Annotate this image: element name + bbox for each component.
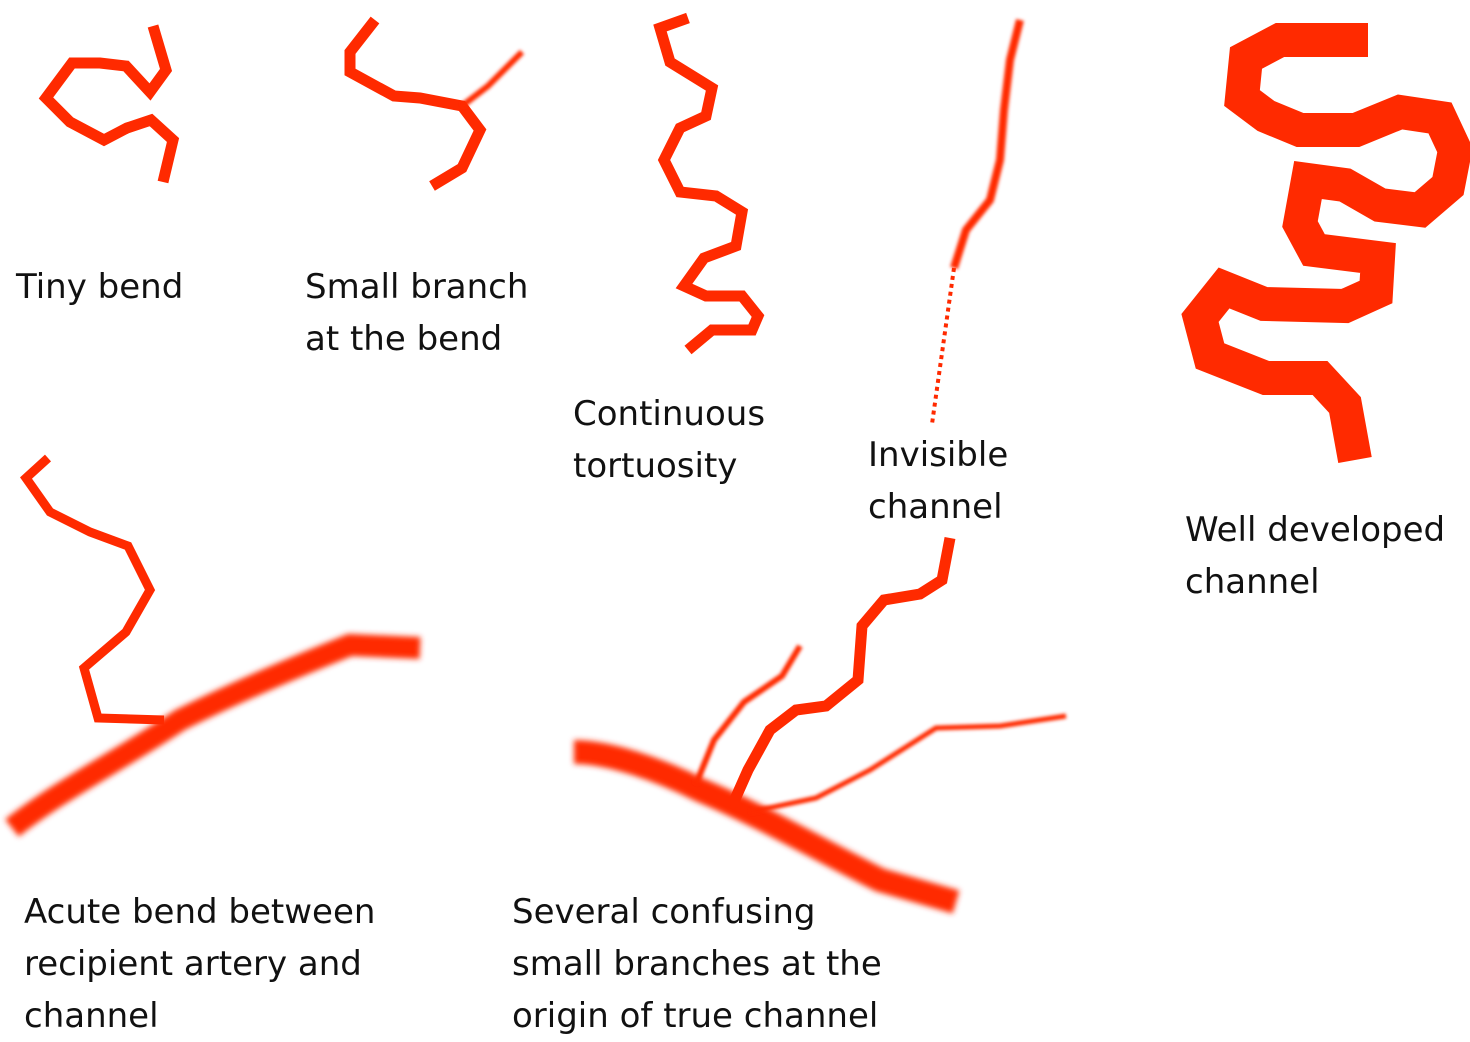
label-line: channel — [868, 481, 1008, 533]
label-confusing-branches: Several confusing small branches at the … — [512, 886, 882, 1042]
label-line: Continuous — [573, 388, 765, 440]
label-line: Well developed — [1185, 504, 1445, 556]
confusing-branches-vessel — [574, 538, 1066, 902]
label-line: small branches at the — [512, 938, 882, 990]
label-line: channel — [1185, 556, 1445, 608]
label-invisible-channel: Invisible channel — [868, 429, 1008, 533]
label-continuous-tortuosity: Continuous tortuosity — [573, 388, 765, 492]
label-line: tortuosity — [573, 440, 765, 492]
label-line: channel — [24, 990, 375, 1042]
well-developed-vessel — [1200, 40, 1455, 460]
label-line: origin of true channel — [512, 990, 882, 1042]
small-branch-vessel — [350, 20, 522, 186]
label-acute-bend: Acute bend between recipient artery and … — [24, 886, 375, 1042]
label-well-developed: Well developed channel — [1185, 504, 1445, 608]
label-line: Acute bend between — [24, 886, 375, 938]
label-line: Invisible — [868, 429, 1008, 481]
label-line: Small branch — [305, 261, 528, 313]
label-line: Several confusing — [512, 886, 882, 938]
label-small-branch: Small branch at the bend — [305, 261, 528, 365]
label-line: at the bend — [305, 313, 528, 365]
label-line: Tiny bend — [16, 261, 183, 313]
label-line: recipient artery and — [24, 938, 375, 990]
invisible-channel-vessel — [932, 20, 1020, 424]
label-tiny-bend: Tiny bend — [16, 261, 183, 313]
continuous-tortuosity-vessel — [660, 18, 758, 350]
acute-bend-vessel — [12, 458, 420, 828]
tiny-bend-vessel — [46, 26, 173, 182]
